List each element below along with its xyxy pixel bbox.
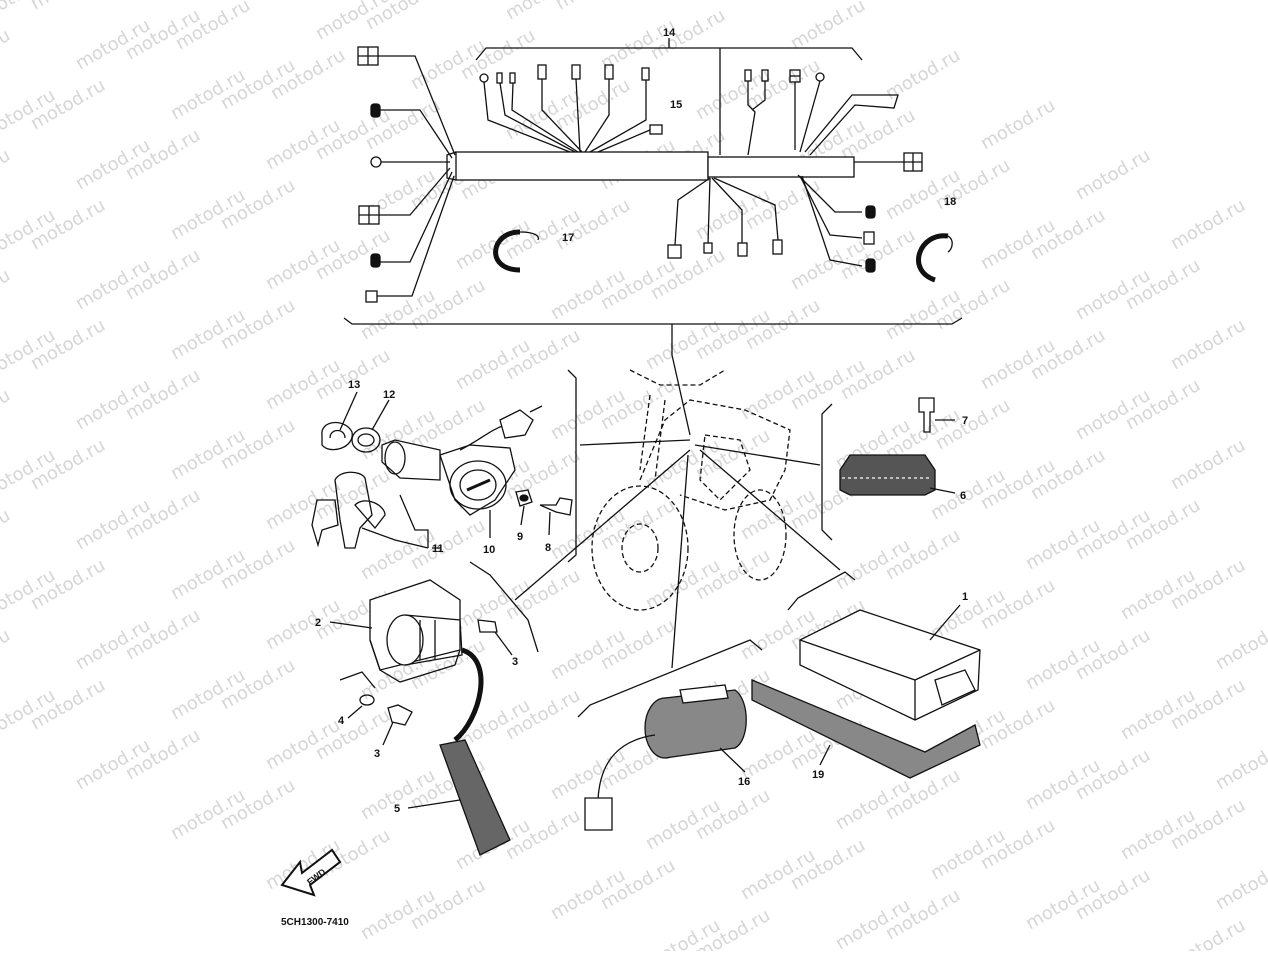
callout-19: 19 xyxy=(812,769,824,781)
callout-7: 7 xyxy=(962,415,968,427)
callout-14: 14 xyxy=(663,27,676,39)
drawing-code: 5CH1300-7410 xyxy=(281,917,349,928)
watermark-text: motod.ru xyxy=(77,0,159,4)
callout-16: 16 xyxy=(738,776,750,788)
watermark-text: motod.ru xyxy=(552,0,634,14)
callout-17: 17 xyxy=(562,232,574,244)
main-switch-assembly xyxy=(311,369,577,563)
callout-18: 18 xyxy=(944,196,956,208)
callout-5: 5 xyxy=(394,803,400,815)
callout-3-lower: 3 xyxy=(374,748,380,760)
callout-8: 8 xyxy=(545,542,551,554)
callout-4: 4 xyxy=(338,715,345,727)
watermark-text: motod.ru xyxy=(1167,315,1249,374)
ignition-coil-assembly xyxy=(329,561,539,856)
watermark-text: motod.ru xyxy=(1167,195,1249,254)
watermark-text: motod.ru xyxy=(1212,855,1268,914)
wire-harness xyxy=(343,38,963,355)
watermark-text: motod.ru xyxy=(0,265,14,324)
rectifier-regulator xyxy=(821,397,956,541)
watermark-text: motod.ru xyxy=(0,625,14,684)
watermark-text: motod.ru xyxy=(1072,145,1154,204)
fwd-arrow-icon xyxy=(280,848,342,897)
watermark-text: motod.ru xyxy=(0,145,14,204)
watermark-text: motod.ru xyxy=(1167,435,1249,494)
watermark-text: motod.ru xyxy=(0,25,14,84)
callout-10: 10 xyxy=(483,544,495,556)
watermark-text: motod.ru xyxy=(977,95,1059,154)
watermark-text: motod.ru xyxy=(0,505,14,564)
callout-15: 15 xyxy=(670,99,682,111)
watermark-text: motod.ru xyxy=(787,0,869,54)
condenser xyxy=(577,639,763,831)
callout-13: 13 xyxy=(348,379,360,391)
watermark-text: motod.ru xyxy=(0,385,14,444)
callout-6: 6 xyxy=(960,490,966,502)
callout-3-upper: 3 xyxy=(512,656,518,668)
watermark-text: motod.ru xyxy=(1167,915,1249,951)
callout-1: 1 xyxy=(962,591,968,603)
callout-2: 2 xyxy=(315,617,321,629)
watermark-text: motod.ru xyxy=(27,0,109,14)
watermark-text: motod.ru xyxy=(1212,615,1268,674)
callout-11: 11 xyxy=(432,543,444,555)
motorcycle-silhouette xyxy=(591,369,791,611)
callout-9: 9 xyxy=(517,531,523,543)
watermark-text: motod.ru xyxy=(1212,735,1268,794)
watermark-text: motod.ru xyxy=(692,0,774,4)
cdi-unit xyxy=(751,571,981,779)
callout-12: 12 xyxy=(383,389,395,401)
